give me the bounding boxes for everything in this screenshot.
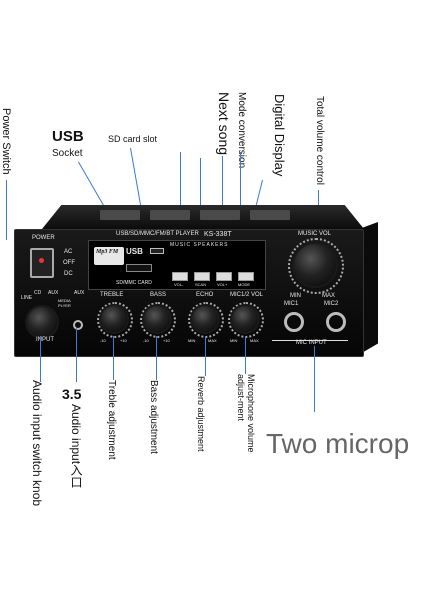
treble-scale [97,302,133,338]
card-label: SD/MMC CARD [116,280,152,286]
label-audio-input-switch-knob: Audio input switch knob [30,380,44,507]
callout-line-mic-input [314,346,315,412]
input-label: INPUT [36,337,54,343]
music-vol-max-label: MAX [322,293,336,299]
mic2-label: MIC2 [324,301,339,307]
callout-line-power [6,180,7,240]
device-side [360,222,378,354]
music-speakers-label: MUSIC SPEAKERS [170,242,229,248]
music-vol-scale [288,238,344,294]
label-jack-size: 3.5 [62,386,82,402]
media-player-label: MEDIA PLYER [58,298,71,308]
callout-line-aux [76,328,77,382]
label-digital-display: Digital Display [272,94,287,177]
ac-label: AC [64,249,73,255]
mic1-label: MIC1 [284,301,299,307]
label-mode-conversion: Mode conversion [236,92,247,169]
mp3-fm-logo [94,247,124,265]
off-label: OFF [63,260,75,266]
line-label: LINE [21,295,33,301]
label-treble-adjustment: Treble adjustment [106,380,117,460]
aux-jack[interactable] [73,320,83,330]
vol-plus-button[interactable] [216,272,232,281]
bass-knob[interactable] [144,306,170,332]
usb-port-label: USB [126,247,143,256]
vol-minus-button[interactable] [172,272,188,281]
mode-line-label: USB/SD/MMC/FM/BT PLAYER [116,231,199,237]
cd-label: CD [34,290,42,296]
vent [200,210,240,220]
callout-line-input-knob [40,336,41,382]
label-usb: USB [52,128,84,145]
label-sd-card-slot: SD card slot [108,134,158,144]
aux-label: AUX [48,290,59,296]
music-vol-min-label: MIN [290,293,301,299]
mic-vol-max-label: MAX [250,338,259,343]
treble-knob[interactable] [101,306,127,332]
vent [250,210,290,220]
bass-label: BASS [150,292,167,298]
vent [150,210,190,220]
treble-max-label: +10 [120,338,127,343]
echo-min-label: MIN [188,338,196,343]
mode-label: MODE [238,282,250,287]
bass-scale [140,302,176,338]
switch-indicator [39,258,44,263]
bass-min-label: -10 [143,338,149,343]
power-label: POWER [32,235,55,241]
label-total-volume-control: Total volume control [314,96,325,185]
mic-vol-min-label: MIN [230,338,238,343]
label-next-song: Next song [216,92,232,156]
treble-label: TREBLE [100,292,124,298]
mic-input-label: MIC INPUT [296,340,327,346]
echo-label: ECHO [196,292,214,298]
echo-scale [188,302,224,338]
aux-jack-label: AUX [74,290,85,296]
scan-button[interactable] [194,272,210,281]
digital-display [88,240,266,290]
mic-vol-knob[interactable] [232,306,258,332]
echo-max-label: MAX [208,338,217,343]
callout-line-bass [156,336,157,380]
mic-vol-label: MIC1/2 VOL [230,292,264,298]
echo-knob[interactable] [192,306,218,332]
bass-max-label: +10 [163,338,170,343]
model-label: KS-338T [204,231,232,238]
vol-plus-label: VOL+ [217,282,228,287]
vent [100,210,140,220]
music-vol-label: MUSIC VOL [298,231,332,237]
label-bass-adjustment: Bass adjustment [148,380,159,454]
label-reverb-adjustment: Reverb adjustment [196,376,206,452]
scan-label: SCAN [195,282,207,287]
callout-line-treble [113,336,114,380]
mp3-fm-text: Mp3 FM [96,249,119,255]
label-socket: Socket [52,148,83,159]
label-two-microphones: Two microp [266,428,410,459]
label-power-switch: Power Switch [0,108,12,175]
usb-port[interactable] [150,248,164,254]
label-microphone-volume: Microphone volume adjust-ment [236,374,256,453]
callout-line-mic-vol [245,336,246,374]
sd-card-slot[interactable] [126,264,152,272]
dc-label: DC [64,271,73,277]
mic2-jack[interactable] [326,312,346,332]
mic-vol-scale [228,302,264,338]
treble-min-label: -10 [100,338,106,343]
input-selector-knob[interactable] [27,307,57,337]
mic-input-divider [272,340,348,341]
label-audio-input: Audio input入口 [69,404,83,489]
music-vol-knob[interactable] [294,244,336,286]
power-switch[interactable] [30,248,54,278]
vol-minus-label: VOL- [174,282,184,287]
mode-button[interactable] [238,272,254,281]
mic1-jack[interactable] [284,312,304,332]
callout-line-reverb [205,336,206,376]
